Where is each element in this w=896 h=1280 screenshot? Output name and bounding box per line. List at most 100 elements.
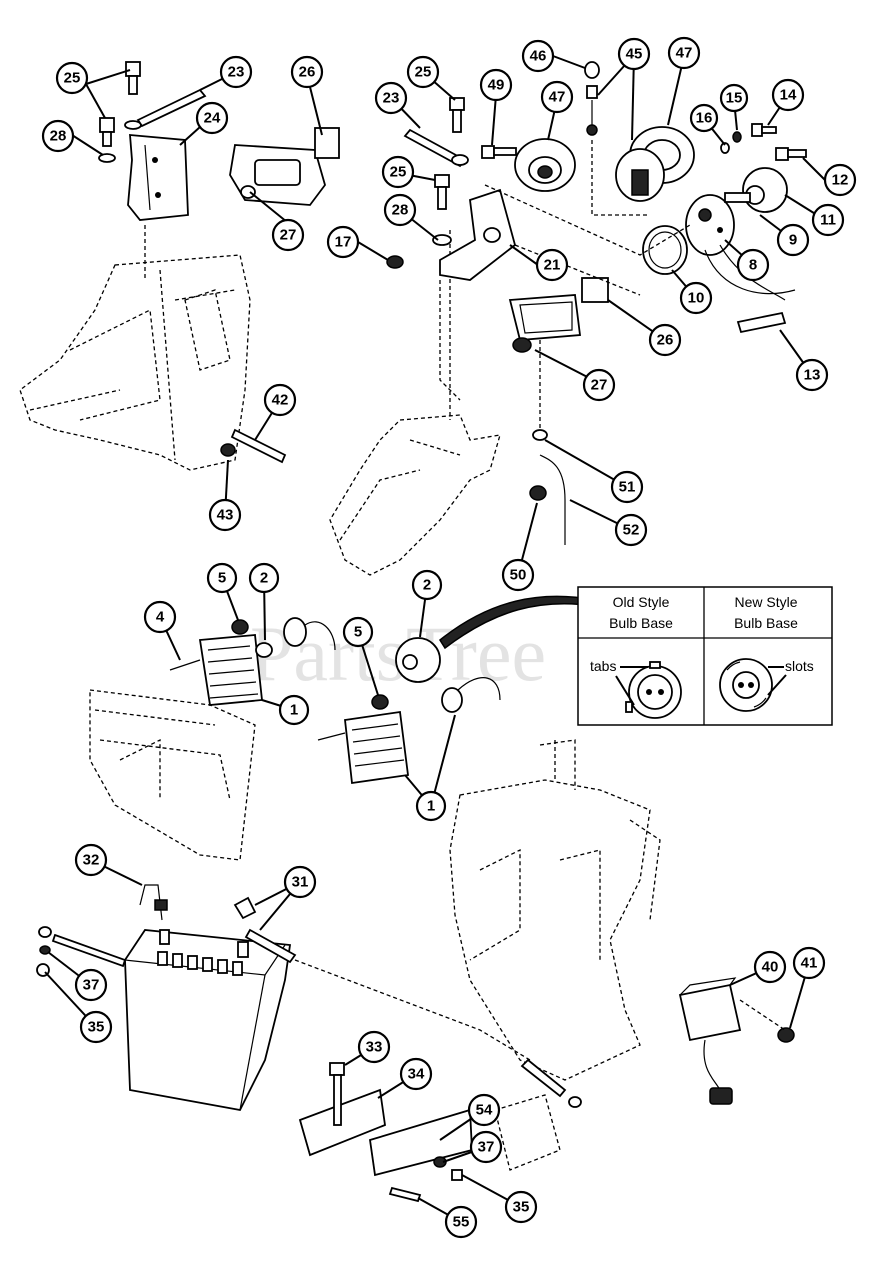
left-dash-housing — [19, 254, 251, 471]
inset-old-title-1: Old Style — [613, 594, 670, 610]
svg-text:52: 52 — [623, 522, 640, 539]
callout-27: 27 — [271, 218, 305, 252]
callout-23: 23 — [219, 55, 253, 89]
svg-text:49: 49 — [488, 77, 505, 94]
callout-11: 11 — [811, 203, 845, 237]
svg-text:14: 14 — [780, 87, 797, 104]
callout-2: 2 — [411, 569, 443, 601]
callout-5: 5 — [342, 616, 374, 648]
svg-text:16: 16 — [696, 110, 713, 127]
callout-47: 47 — [540, 80, 574, 114]
callout-47: 47 — [667, 36, 701, 70]
battery-caps — [157, 951, 243, 976]
callout-46: 46 — [521, 39, 555, 73]
svg-text:25: 25 — [64, 70, 81, 87]
svg-text:12: 12 — [832, 172, 849, 189]
callout-25: 25 — [55, 61, 89, 95]
svg-text:37: 37 — [83, 977, 100, 994]
inset-old-title-2: Bulb Base — [609, 615, 673, 631]
svg-text:35: 35 — [513, 1199, 530, 1216]
svg-text:40: 40 — [762, 959, 779, 976]
svg-text:1: 1 — [427, 798, 435, 815]
sleeve-13 — [736, 311, 787, 334]
callout-24: 24 — [195, 101, 229, 135]
screw-12 — [775, 147, 807, 161]
callout-5: 5 — [206, 562, 238, 594]
callout-41: 41 — [792, 946, 826, 980]
cable-left-terminal — [36, 926, 127, 977]
svg-text:43: 43 — [217, 507, 234, 524]
callout-14: 14 — [771, 78, 805, 112]
callout-55: 55 — [444, 1205, 478, 1239]
svg-text:41: 41 — [801, 955, 818, 972]
callout-4: 4 — [143, 600, 177, 634]
callout-28: 28 — [383, 193, 417, 227]
bolt-49 — [481, 145, 517, 159]
bezel-10 — [642, 225, 688, 275]
inset-tabs-label: tabs — [590, 658, 616, 674]
headlight-right — [317, 694, 410, 785]
callout-35: 35 — [79, 1010, 113, 1044]
svg-text:2: 2 — [260, 570, 268, 587]
bracket-54 — [368, 1094, 561, 1203]
callout-37: 37 — [469, 1130, 503, 1164]
svg-text:46: 46 — [530, 48, 547, 65]
callout-17: 17 — [326, 225, 360, 259]
inset-new-title-1: New Style — [734, 594, 797, 610]
console-housing — [329, 230, 501, 576]
bulb-base-inset: Old Style Bulb Base New Style Bulb Base … — [577, 586, 833, 726]
callout-2: 2 — [248, 562, 280, 594]
callout-23: 23 — [374, 81, 408, 115]
screw-14-15-16 — [720, 123, 777, 154]
relay-40 — [678, 977, 795, 1105]
svg-text:9: 9 — [789, 232, 797, 249]
front-grille — [89, 689, 256, 861]
callout-25: 25 — [406, 55, 440, 89]
battery-cable-32 — [139, 884, 168, 921]
svg-text:8: 8 — [749, 257, 757, 274]
callout-40: 40 — [753, 950, 787, 984]
svg-text:4: 4 — [156, 609, 165, 626]
callout-31: 31 — [283, 865, 317, 899]
callout-13: 13 — [795, 358, 829, 392]
svg-text:15: 15 — [726, 90, 743, 107]
lamp-housing-47-left — [514, 138, 576, 192]
svg-text:5: 5 — [218, 570, 226, 587]
svg-text:50: 50 — [510, 567, 527, 584]
callout-15: 15 — [719, 83, 749, 113]
bulb-socket-2 — [395, 637, 501, 713]
svg-text:27: 27 — [591, 377, 608, 394]
svg-text:32: 32 — [83, 852, 100, 869]
callout-37: 37 — [74, 968, 108, 1002]
callout-21: 21 — [535, 248, 569, 282]
svg-text:2: 2 — [423, 577, 431, 594]
callout-12: 12 — [823, 163, 857, 197]
knob-11 — [724, 167, 788, 213]
svg-text:27: 27 — [280, 227, 297, 244]
svg-text:5: 5 — [354, 624, 362, 641]
svg-text:23: 23 — [383, 90, 400, 107]
callout-49: 49 — [479, 68, 513, 102]
svg-text:23: 23 — [228, 64, 245, 81]
nut-17 — [386, 255, 404, 269]
callout-45: 45 — [617, 37, 651, 71]
callout-26: 26 — [648, 323, 682, 357]
callout-34: 34 — [399, 1057, 433, 1091]
callout-25: 25 — [381, 155, 415, 189]
svg-text:55: 55 — [453, 1214, 470, 1231]
svg-text:54: 54 — [476, 1102, 493, 1119]
svg-text:13: 13 — [804, 367, 821, 384]
svg-text:25: 25 — [415, 64, 432, 81]
callout-28: 28 — [41, 119, 75, 153]
svg-text:47: 47 — [549, 89, 566, 106]
callout-32: 32 — [74, 843, 108, 877]
svg-text:10: 10 — [688, 290, 705, 307]
callout-16: 16 — [689, 103, 719, 133]
cable-tie-42 — [220, 428, 287, 464]
callout-1: 1 — [415, 790, 447, 822]
battery — [124, 929, 292, 1112]
ground-wire-50-52 — [529, 340, 566, 545]
callout-54: 54 — [467, 1093, 501, 1127]
svg-text:11: 11 — [820, 212, 836, 229]
